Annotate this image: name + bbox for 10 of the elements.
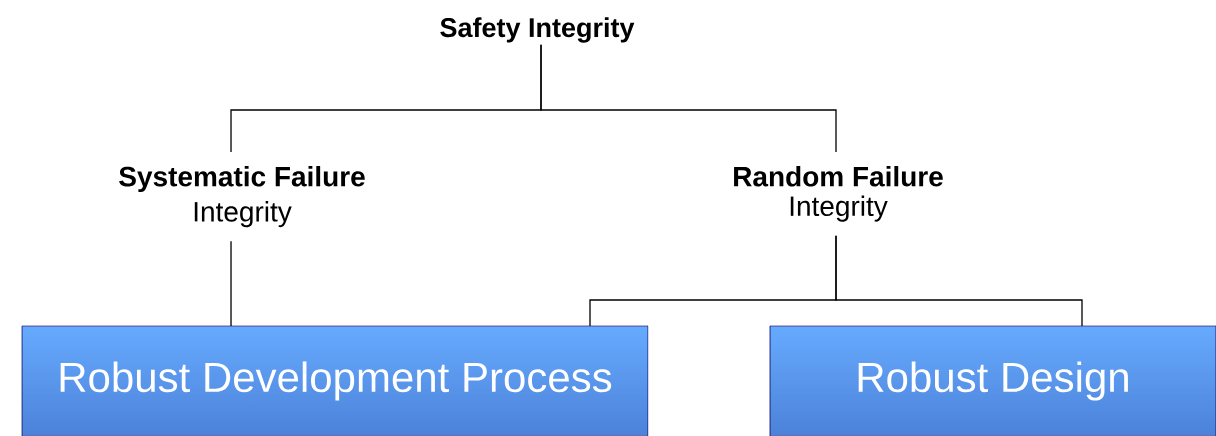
connector-line bbox=[835, 235, 1083, 327]
connector-line bbox=[230, 240, 232, 327]
heading: Random Failure bbox=[734, 166, 943, 187]
heading: Systematic Failure bbox=[119, 166, 365, 193]
process-box: Robust Development Process bbox=[21, 325, 649, 436]
connector-line bbox=[540, 44, 837, 153]
process-box: Robust Design bbox=[769, 325, 1216, 436]
subheading: Integrity bbox=[194, 201, 292, 228]
subheading: Integrity bbox=[790, 195, 888, 222]
heading: Safety Integrity bbox=[440, 17, 635, 43]
